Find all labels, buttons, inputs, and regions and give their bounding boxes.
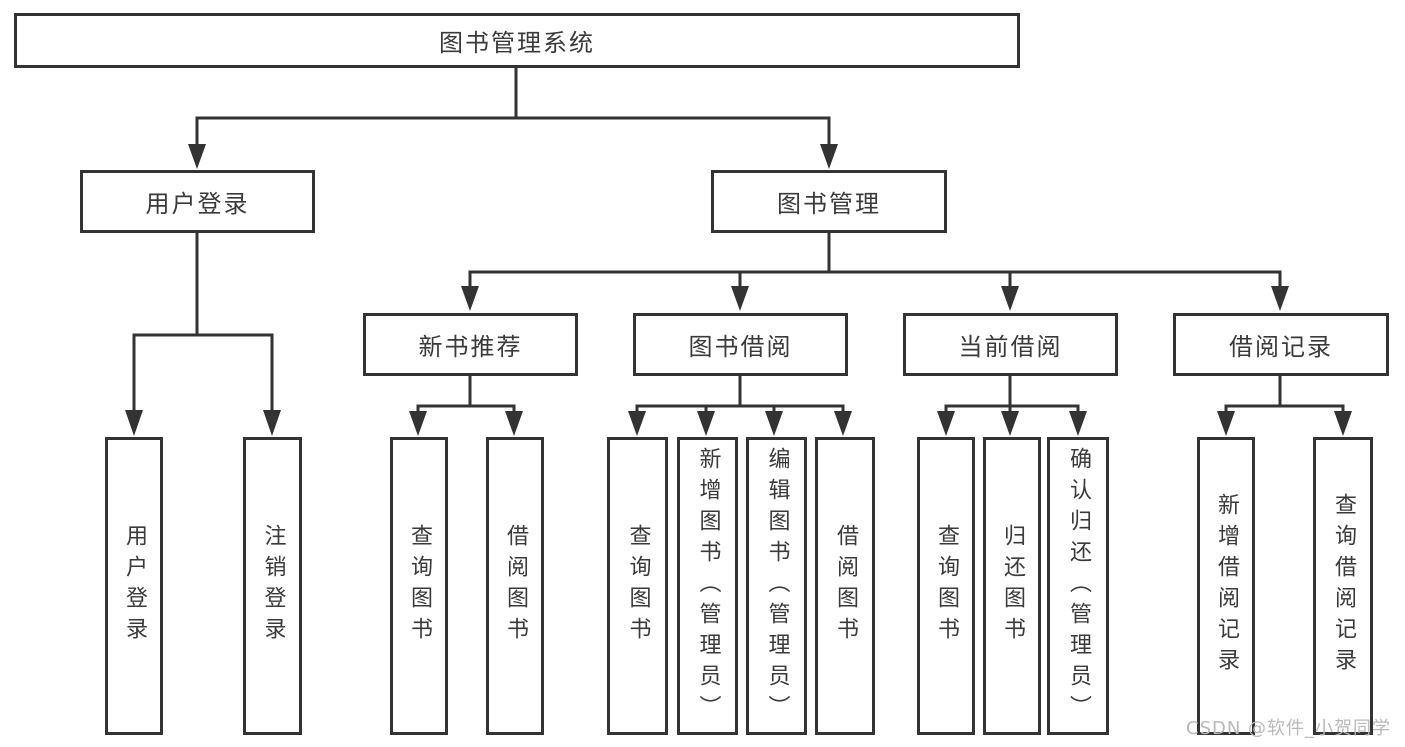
csdn-watermark: CSDN @软件_小贺同学 xyxy=(1186,718,1392,739)
node-book-management-label: 图书管理 xyxy=(777,190,881,218)
connector-book-management-to-level3 xyxy=(461,233,1289,311)
node-library-management-system-label: 图书管理系统 xyxy=(439,29,595,57)
connector-user-login-to-leaves xyxy=(125,233,281,436)
connector-borrow-records-to-leaves xyxy=(1217,376,1352,436)
leaf-confirm-return-admin: 确认归还（管理员） xyxy=(1047,437,1109,735)
leaf-add-book-admin: 新增图书（管理员） xyxy=(677,437,738,735)
leaf-return-book-label: 归还图书 xyxy=(1000,524,1025,648)
leaf-query-borrow-record: 查询借阅记录 xyxy=(1313,437,1373,735)
leaf-confirm-return-admin-label: 确认归还（管理员） xyxy=(1066,446,1091,726)
leaf-query-books-recommend: 查询图书 xyxy=(390,437,448,735)
node-user-login: 用户登录 xyxy=(80,170,315,233)
leaf-add-borrow-record-label: 新增借阅记录 xyxy=(1214,493,1239,679)
node-book-management: 图书管理 xyxy=(711,170,947,233)
node-new-book-recommend: 新书推荐 xyxy=(363,313,578,376)
connector-current-borrow-to-leaves xyxy=(937,376,1087,436)
leaf-borrow-books-borrow: 借阅图书 xyxy=(815,437,875,735)
leaf-query-books-current-label: 查询图书 xyxy=(934,524,959,648)
leaf-query-books-recommend-label: 查询图书 xyxy=(407,524,432,648)
node-borrow-records-label: 借阅记录 xyxy=(1229,333,1333,361)
connector-root-to-level2 xyxy=(188,68,838,169)
leaf-add-borrow-record: 新增借阅记录 xyxy=(1197,437,1255,735)
leaf-query-books-borrow: 查询图书 xyxy=(607,437,668,735)
leaf-edit-book-admin: 编辑图书（管理员） xyxy=(746,437,807,735)
node-book-borrow-label: 图书借阅 xyxy=(688,333,793,361)
connector-book-borrow-to-leaves xyxy=(628,376,852,436)
leaf-logout-label: 注销登录 xyxy=(260,524,286,648)
connector-new-book-to-leaves xyxy=(409,376,523,436)
node-borrow-records: 借阅记录 xyxy=(1173,313,1389,376)
leaf-query-books-borrow-label: 查询图书 xyxy=(625,524,651,648)
leaf-add-book-admin-label: 新增图书（管理员） xyxy=(695,446,721,726)
node-library-management-system: 图书管理系统 xyxy=(14,13,1020,68)
leaf-borrow-books-recommend: 借阅图书 xyxy=(486,437,544,735)
node-current-borrow: 当前借阅 xyxy=(903,313,1118,376)
leaf-query-borrow-record-label: 查询借阅记录 xyxy=(1331,493,1356,679)
node-book-borrow: 图书借阅 xyxy=(633,313,848,376)
node-user-login-label: 用户登录 xyxy=(145,190,250,218)
node-current-borrow-label: 当前借阅 xyxy=(958,333,1063,361)
leaf-query-books-current: 查询图书 xyxy=(917,437,975,735)
leaf-return-book: 归还图书 xyxy=(983,437,1041,735)
leaf-logout: 注销登录 xyxy=(243,437,302,735)
node-new-book-recommend-label: 新书推荐 xyxy=(418,333,523,361)
leaf-edit-book-admin-label: 编辑图书（管理员） xyxy=(764,446,790,726)
leaf-borrow-books-borrow-label: 借阅图书 xyxy=(833,524,858,648)
leaf-borrow-books-recommend-label: 借阅图书 xyxy=(503,524,528,648)
leaf-user-login: 用户登录 xyxy=(105,437,163,735)
leaf-user-login-label: 用户登录 xyxy=(122,524,147,648)
